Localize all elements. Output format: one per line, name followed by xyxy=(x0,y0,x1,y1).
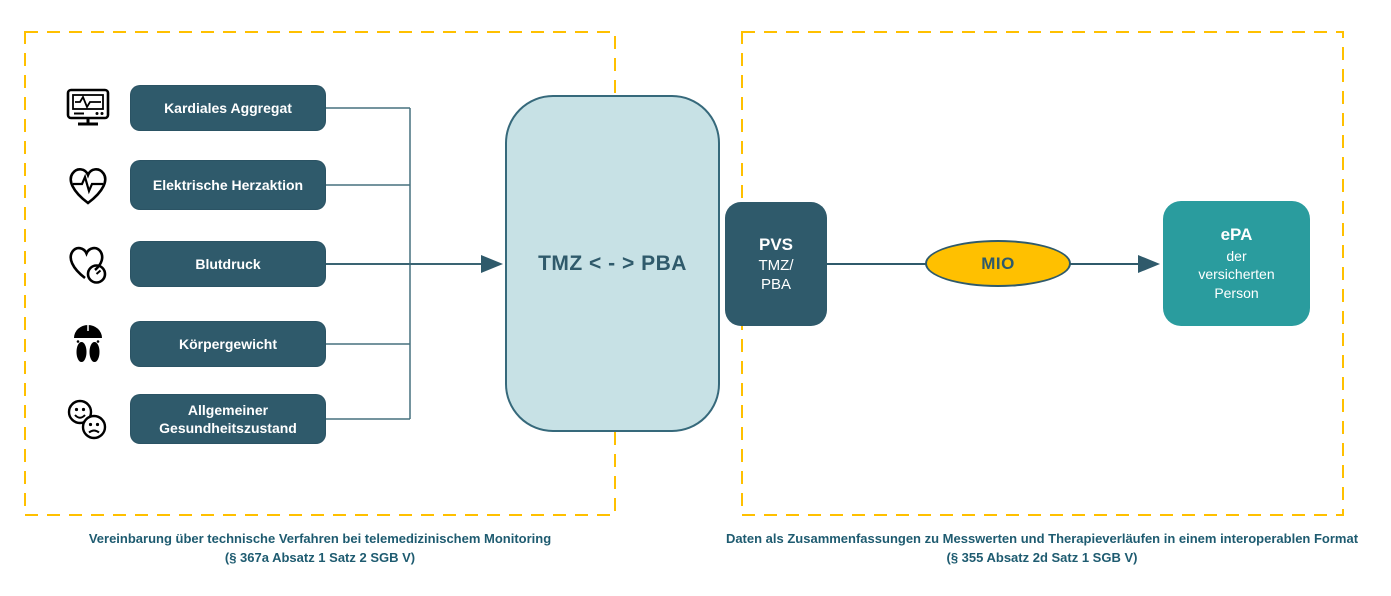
item-box-koerpergewicht: Körpergewicht xyxy=(130,321,326,367)
mio-label: MIO xyxy=(981,253,1015,273)
left-caption-line2: (§ 367a Absatz 1 Satz 2 SGB V) xyxy=(224,549,416,565)
epa-line-der: der xyxy=(1226,247,1247,264)
item-box-elektrische-herzaktion: Elektrische Herzaktion xyxy=(130,160,326,210)
epa-line-person: Person xyxy=(1214,284,1259,301)
epa-box: ePA der versicherten Person xyxy=(1163,201,1310,326)
tmz-pba-box: TMZ < - > PBA xyxy=(505,95,720,432)
mio-ellipse: MIO xyxy=(925,240,1071,287)
left-caption-line1: Vereinbarung über technische Verfahren b… xyxy=(88,531,552,546)
body-scale-icon xyxy=(60,320,116,368)
heart-ecg-icon xyxy=(60,162,116,208)
right-caption: Daten als Zusammenfassungen zu Messwerte… xyxy=(712,530,1372,568)
pvs-title: PVS xyxy=(758,235,794,254)
right-caption-line1: Daten als Zusammenfassungen zu Messwerte… xyxy=(725,531,1359,546)
blood-pressure-icon xyxy=(60,241,116,287)
right-caption-line2: (§ 355 Absatz 2d Satz 1 SGB V) xyxy=(946,549,1138,565)
item-box-allgemeiner-gesundheitszustand: Allgemeiner Gesundheitszustand xyxy=(130,394,326,444)
pvs-line-tmz: TMZ/ xyxy=(758,257,794,274)
mood-faces-icon xyxy=(60,397,116,443)
epa-title: ePA xyxy=(1220,224,1253,244)
pvs-box: PVS TMZ/ PBA xyxy=(725,202,827,326)
pvs-line-pba: PBA xyxy=(760,276,791,293)
item-box-blutdruck: Blutdruck xyxy=(130,241,326,287)
left-dashed-frame xyxy=(24,31,616,516)
cardiac-device-icon xyxy=(60,86,116,130)
left-caption: Vereinbarung über technische Verfahren b… xyxy=(25,530,615,568)
item-box-kardiales-aggregat: Kardiales Aggregat xyxy=(130,85,326,131)
epa-line-versicherten: versicherten xyxy=(1198,266,1275,283)
tmz-pba-label: TMZ < - > PBA xyxy=(538,251,687,275)
